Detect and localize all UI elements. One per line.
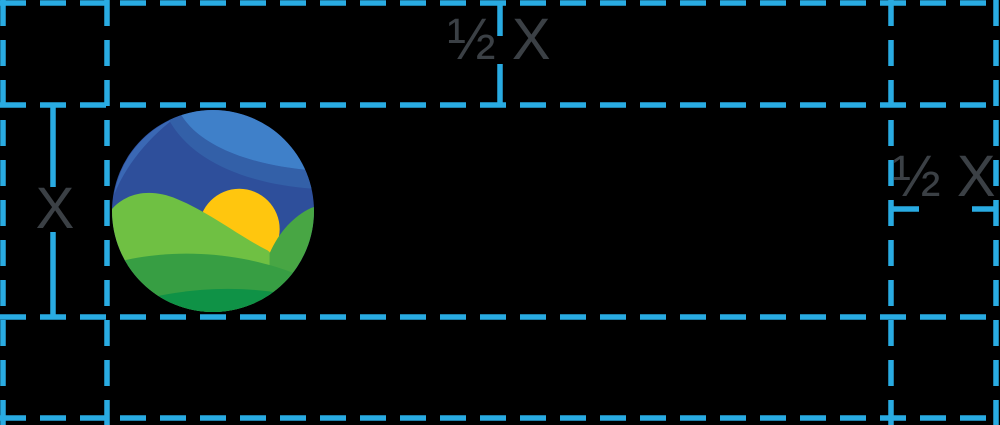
measure-label-top-half-x: ½ X (447, 7, 551, 72)
logo-sky-band (164, 110, 314, 189)
logo-hill-front (112, 288, 314, 312)
measure-label-left-x: X (35, 176, 75, 241)
landscape-sunrise-logo-icon (112, 110, 314, 312)
measure-label-right-half-x: ½ X (892, 144, 996, 209)
